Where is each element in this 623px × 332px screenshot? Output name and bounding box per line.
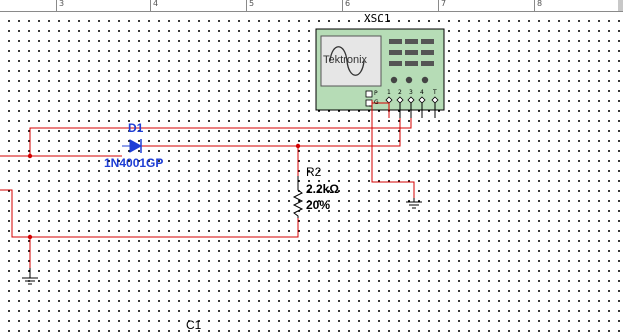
sine-wave-icon [329,46,365,76]
pin-3-label: 3 [409,89,413,96]
ruler-tick [534,0,535,11]
oscilloscope-xsc1[interactable] [315,28,445,118]
diode-d1-symbol[interactable] [122,139,143,153]
wire-scope-ground[interactable] [371,100,415,198]
pin-1-label: 1 [387,89,391,96]
pin-g-label: G [374,99,379,106]
ruler-tick [150,0,151,11]
ruler-tick [56,0,57,11]
pin-4-label: 4 [420,89,424,96]
ruler-scroll-edge [618,0,623,11]
capacitor-ref-label[interactable]: C1 [186,318,202,332]
junction-dots [27,143,301,240]
ruler-number-8: 8 [537,0,543,8]
diode-model-label[interactable]: 1N4001GP [104,156,164,170]
ruler-number-5: 5 [249,0,255,8]
top-ruler: 3 4 5 6 7 8 [0,0,623,12]
resistor-r2-symbol[interactable] [292,176,304,218]
oscilloscope-screen [320,35,382,87]
pin-2-label: 2 [398,89,402,96]
wire-r2-return[interactable] [0,189,299,238]
oscilloscope-knobs [390,76,429,84]
resistor-value-label[interactable]: 2.2kΩ [306,182,339,196]
ruler-tick [342,0,343,11]
oscilloscope-ref-label: XSC1 [364,12,391,25]
ruler-tick [246,0,247,11]
oscilloscope-buttons [389,39,434,66]
diode-ref-label[interactable]: D1 [128,121,144,135]
wire-probe[interactable] [372,102,390,118]
wire-network[interactable] [0,100,415,268]
pin-g-terminal[interactable] [365,99,373,107]
pin-p-label: P [374,90,378,97]
ground-icon-left [22,268,38,285]
pin-t-label: T [433,89,437,96]
pin-p-terminal[interactable] [365,90,373,98]
oscilloscope-brand-label: Tektronix [323,54,368,66]
oscilloscope-pin-diamonds[interactable] [385,96,439,104]
resistor-ref-label[interactable]: R2 [306,165,322,179]
ruler-number-7: 7 [441,0,447,8]
ruler-number-4: 4 [153,0,159,8]
ground-icon-scope [406,198,422,209]
wire-to-channel-3[interactable] [29,118,412,156]
ruler-number-6: 6 [345,0,351,8]
ruler-tick [438,0,439,11]
resistor-tolerance-label[interactable]: 20% [306,198,331,212]
ruler-number-3: 3 [59,0,65,8]
wire-diode-to-channel-2[interactable] [140,118,401,147]
